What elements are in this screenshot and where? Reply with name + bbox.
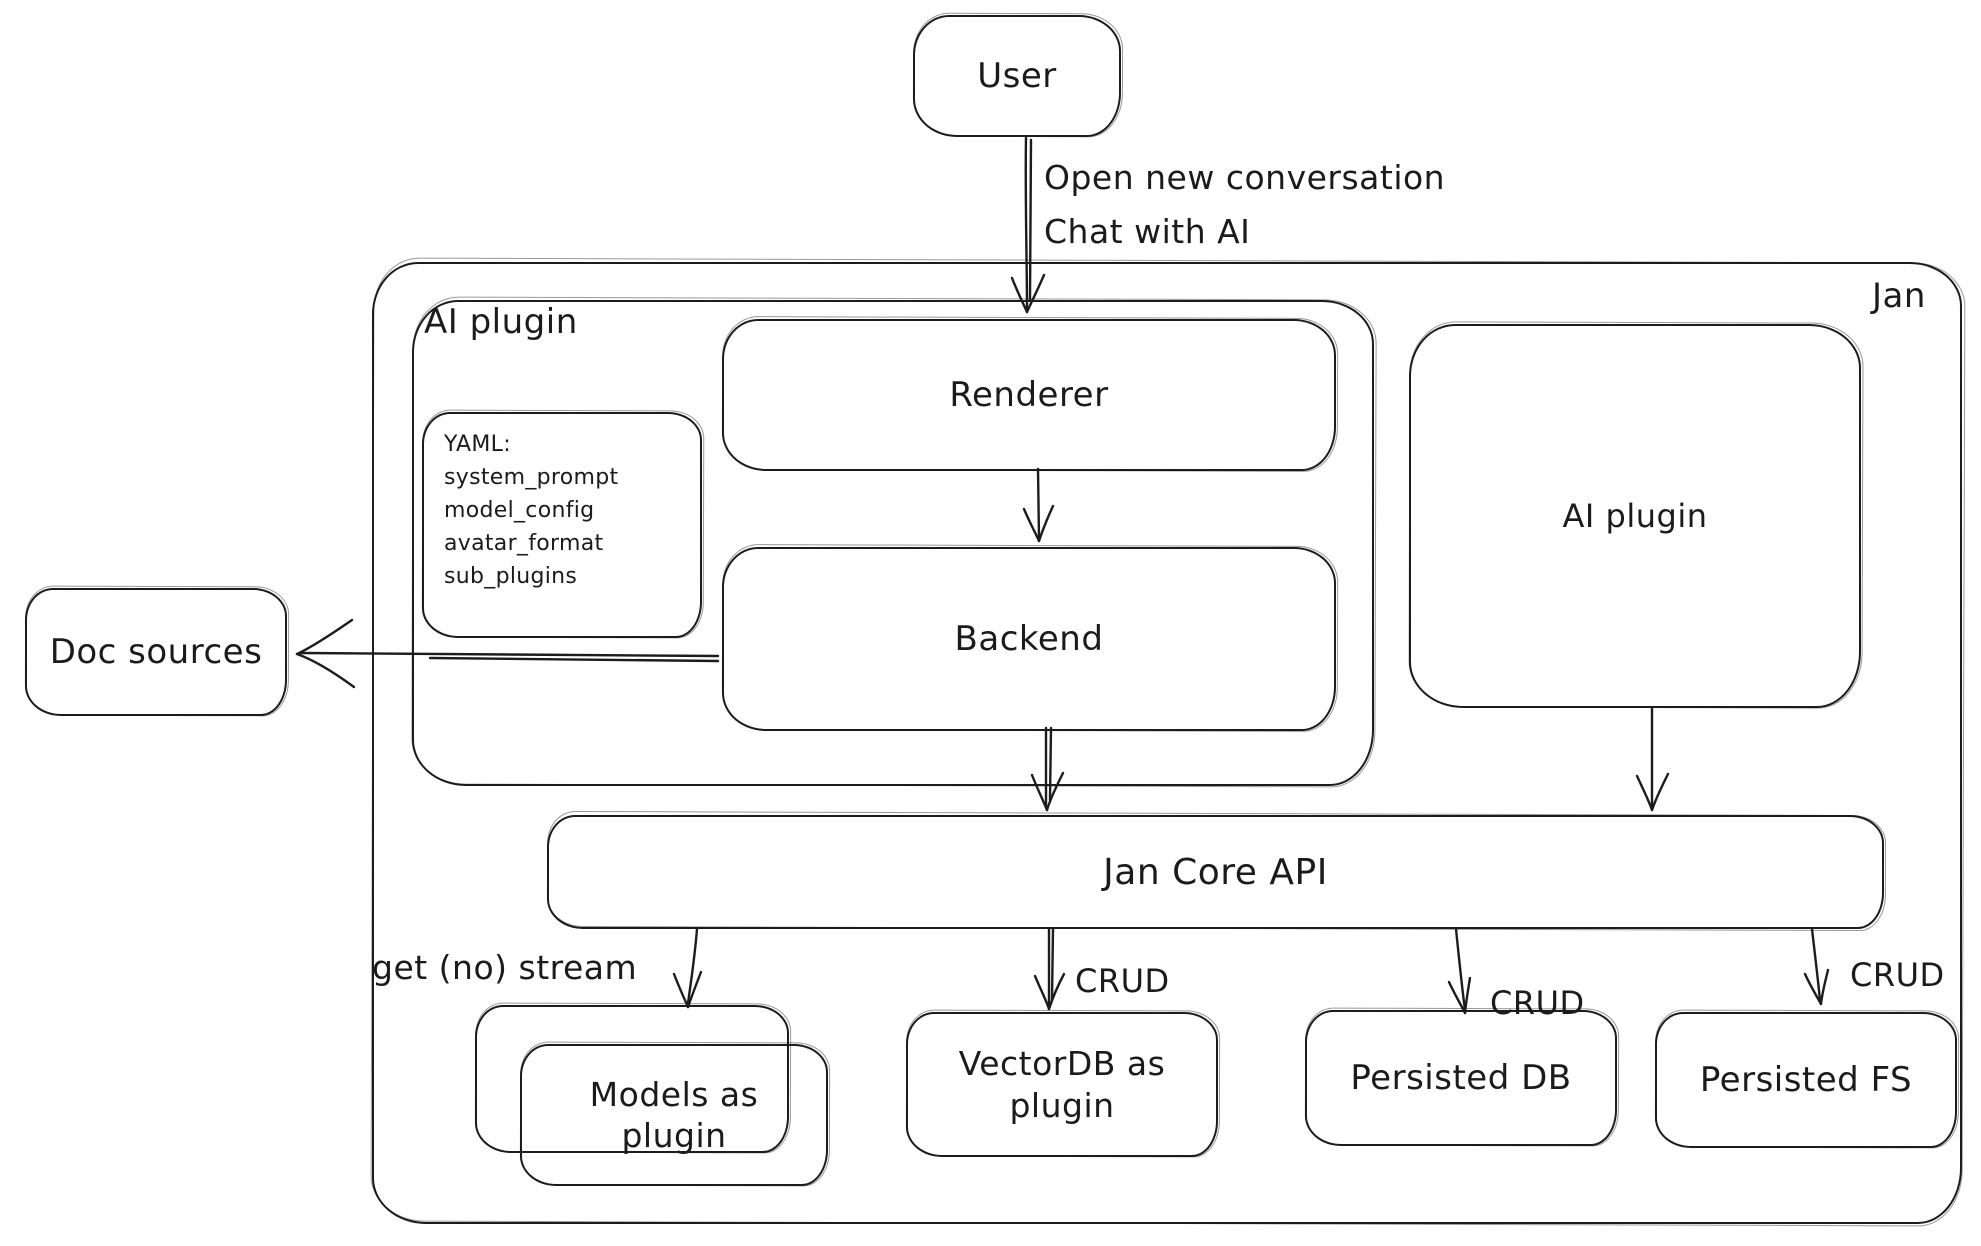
yaml-note: YAML: system_prompt model_config avatar_… [422, 412, 702, 638]
edge-label-crud-vectordb: CRUD [1075, 962, 1170, 1000]
edge-label-chat-with-ai: Chat with AI [1044, 212, 1251, 251]
ai-plugin-group: AI plugin Renderer YAML: system_prompt m… [412, 300, 1374, 786]
ai-plugin-node-label: AI plugin [1562, 497, 1708, 535]
yaml-note-text: YAML: system_prompt model_config avatar_… [444, 428, 618, 593]
models-plugin-label: Models as plugin [589, 1074, 759, 1155]
yaml-note-line: system_prompt [444, 465, 619, 490]
persisted-db-label: Persisted DB [1350, 1057, 1572, 1098]
yaml-note-line: avatar_format [444, 531, 604, 556]
user-node: User [913, 15, 1121, 137]
backend-node: Backend [722, 547, 1336, 731]
jan-container-label: Jan [1872, 276, 1926, 316]
persisted-fs-label: Persisted FS [1699, 1059, 1913, 1100]
edge-label-get-no-stream: get (no) stream [372, 948, 638, 987]
ai-plugin-group-label: AI plugin [424, 302, 578, 342]
jan-core-api-label: Jan Core API [1103, 851, 1328, 893]
renderer-node: Renderer [722, 319, 1336, 471]
edge-label-crud-persisted-fs: CRUD [1850, 956, 1945, 994]
ai-plugin-node: AI plugin [1409, 324, 1861, 708]
persisted-db-node: Persisted DB [1305, 1010, 1617, 1146]
edge-label-open-conversation: Open new conversation [1044, 158, 1446, 197]
vectordb-label: VectorDB as plugin [958, 1044, 1166, 1125]
backend-node-label: Backend [954, 618, 1104, 659]
models-plugin-node: Models as plugin [520, 1044, 828, 1186]
yaml-note-title: YAML: [444, 432, 511, 457]
doc-sources-label: Doc sources [49, 631, 263, 672]
user-node-label: User [977, 55, 1057, 96]
persisted-fs-node: Persisted FS [1655, 1012, 1957, 1148]
yaml-note-line: model_config [444, 498, 595, 523]
vectordb-node: VectorDB as plugin [906, 1012, 1218, 1157]
jan-container: Jan AI plugin Renderer YAML: system_prom… [372, 262, 1962, 1224]
jan-core-api-node: Jan Core API [547, 815, 1884, 929]
doc-sources-node: Doc sources [25, 588, 287, 716]
yaml-note-line: sub_plugins [444, 564, 578, 589]
renderer-node-label: Renderer [949, 374, 1109, 415]
